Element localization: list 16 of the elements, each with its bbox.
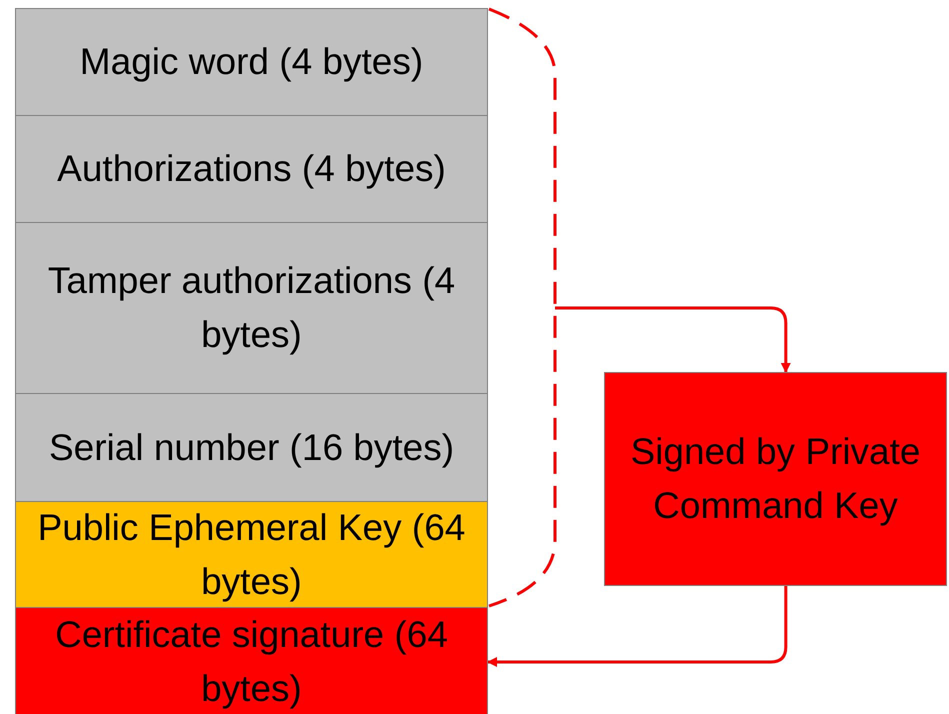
field-label: Public Ephemeral Key (64 bytes) — [36, 506, 466, 604]
field-box — [15, 8, 488, 116]
field-label: Serial number (16 bytes) — [48, 426, 454, 470]
arrow — [487, 586, 788, 667]
field-box — [15, 222, 488, 394]
field-box — [15, 115, 488, 223]
field-label: Certificate signature (64 bytes) — [54, 613, 449, 711]
arrow — [555, 306, 791, 373]
field-label: Authorizations (4 bytes) — [57, 147, 446, 192]
field-box — [15, 393, 488, 502]
signature-field-box — [15, 607, 488, 714]
field-label: Tamper authorizations (4 bytes) — [46, 259, 456, 357]
signer-box — [604, 372, 947, 586]
field-label: Signed by Private Command Key — [629, 430, 922, 528]
field-label: Magic word (4 bytes) — [80, 40, 424, 84]
key-field-box — [15, 501, 488, 608]
